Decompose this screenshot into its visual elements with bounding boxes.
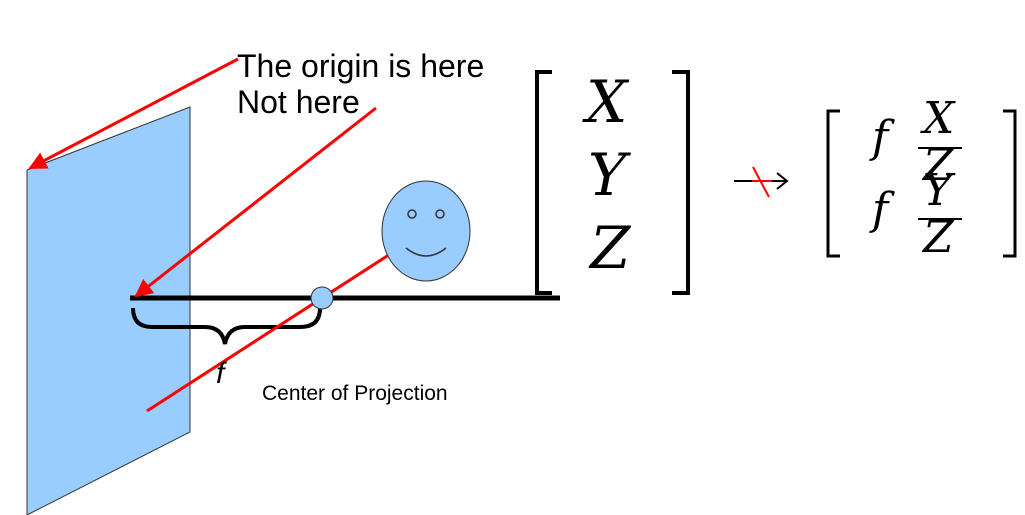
world-vector-right-bracket xyxy=(672,70,690,295)
image-plane xyxy=(26,106,191,515)
focal-length-brace xyxy=(131,307,322,345)
center-of-projection-label: Center of Projection xyxy=(262,382,448,405)
origin-here-arrow xyxy=(28,57,239,170)
smiley-face xyxy=(381,180,471,282)
smiley-left-eye xyxy=(407,209,417,219)
projected-num-1: X xyxy=(923,93,955,144)
smiley-mouth xyxy=(405,247,447,257)
maps-to-arrow-head xyxy=(776,172,789,190)
focal-length-label: f xyxy=(216,357,225,390)
world-vector-z: Z xyxy=(590,214,631,282)
world-vector-x: X xyxy=(586,68,628,136)
projected-f-2: f xyxy=(872,184,889,235)
projected-f-1: f xyxy=(872,112,889,163)
world-vector-left-bracket xyxy=(535,70,552,295)
projected-den-1: Z xyxy=(923,140,954,191)
projected-vector-right-bracket xyxy=(1003,109,1017,258)
projected-vector-left-bracket xyxy=(826,109,840,258)
not-here-arrow xyxy=(134,106,377,298)
projected-den-2: Z xyxy=(923,212,954,263)
not-here-label: Not here xyxy=(237,84,360,120)
smiley-right-eye xyxy=(435,209,445,219)
origin-here-label: The origin is here xyxy=(237,48,485,84)
projection-ray xyxy=(146,247,399,413)
center-of-projection-dot xyxy=(310,286,334,310)
world-vector-y: Y xyxy=(588,141,627,209)
projected-num-2: Y xyxy=(923,165,953,216)
